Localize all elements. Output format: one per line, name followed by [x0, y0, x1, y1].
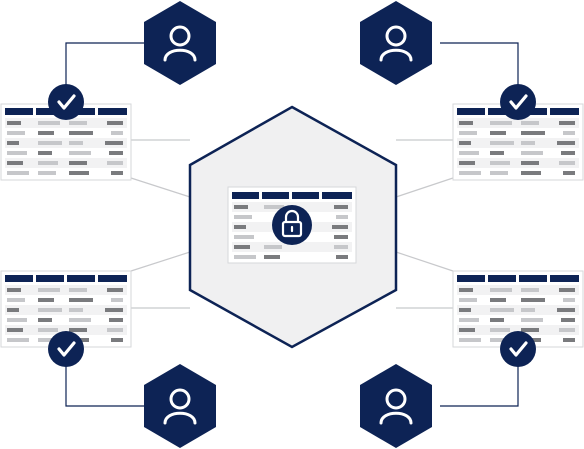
- central-hub: [188, 105, 398, 349]
- user-icon: [358, 362, 434, 449]
- table-to-hub-connectors: [130, 139, 454, 309]
- checkmark-icon: [498, 329, 538, 369]
- user-icon: [358, 0, 434, 87]
- checkmark-icon: [46, 82, 86, 122]
- checkmark-icon: [46, 329, 86, 369]
- lock-icon: [272, 205, 312, 245]
- checkmark-icon: [498, 82, 538, 122]
- user-icon: [142, 0, 218, 87]
- user-to-table-connectors: [65, 42, 519, 407]
- user-icon: [142, 362, 218, 449]
